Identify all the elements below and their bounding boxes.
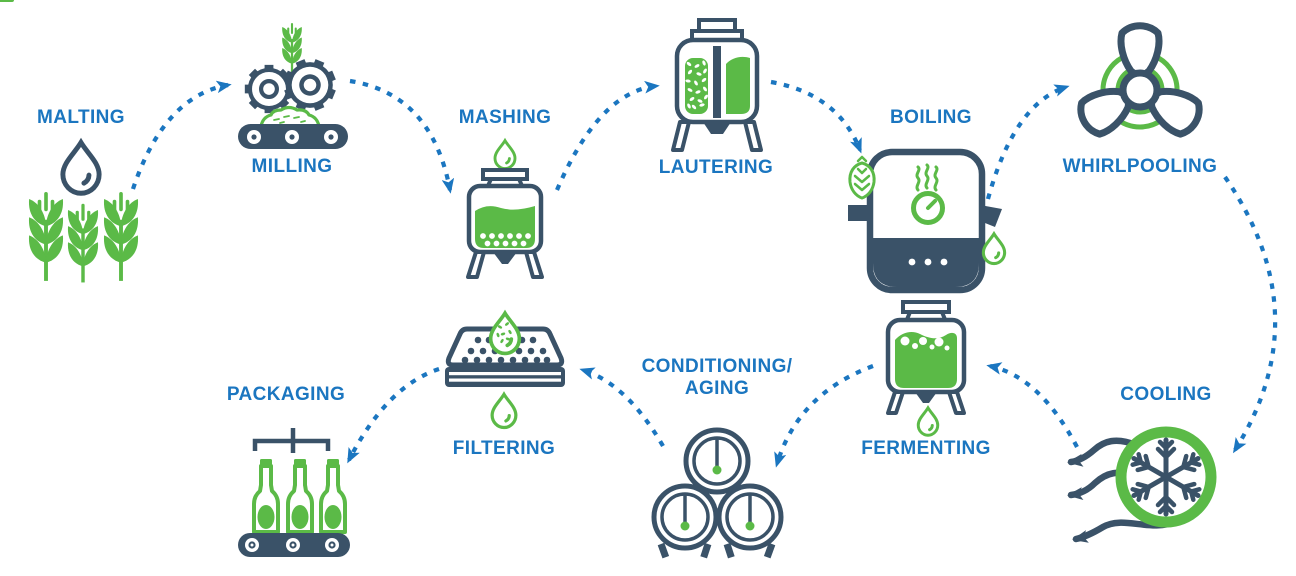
stage-label-cooling: COOLING [1120,384,1212,405]
stage-label-boiling: BOILING [890,107,972,128]
barley-stalk-icon [66,203,100,285]
barrel-icon [686,430,748,492]
arrow-milling-to-mashing [349,78,455,194]
propeller-hub [1119,69,1161,111]
stage-icon-conditioning-aging [654,430,781,559]
stage-label-mashing: MASHING [458,107,552,128]
conveyor-belt-icon [238,124,348,149]
stage-label-filtering: FILTERING [452,438,556,459]
stage-icon-lautering [671,18,763,152]
barley-stalk-icon [102,191,140,283]
vessel-divider [713,46,721,118]
water-drop-icon [916,406,940,437]
stage-icon-malting [27,143,140,285]
stage-icon-filtering [445,311,565,430]
arrow-fermenting-to-conditioning [774,364,874,468]
stage-icon-fermenting [885,300,967,437]
stage-label-conditioning-line1: CONDITIONING/ [641,356,793,377]
stage-label-fermenting: FERMENTING [861,438,991,459]
unfiltered-drop-icon [488,311,522,356]
wort-liquid [726,56,750,114]
filler-bracket-icon [252,428,331,453]
stage-label-conditioning-aging: CONDITIONING/ AGING [642,356,793,401]
grain-mound-icon [259,105,321,128]
stage-icon-cooling [1067,426,1217,543]
arrow-malting-to-milling [131,80,232,190]
stage-label-conditioning-line2: AGING [684,378,750,400]
flow-arrows [131,78,1278,468]
stage-label-lautering: LAUTERING [658,157,774,178]
water-drop-icon [981,232,1007,266]
filtered-drop-icon [490,392,518,430]
mash-tun-vessel [466,168,544,279]
water-drop-icon [63,143,99,194]
grain-specks [685,60,708,110]
water-drop-icon [493,139,517,171]
conveyor-belt-icon [238,533,350,557]
arrow-mashing-to-lautering [555,80,660,191]
stage-label-whirlpooling: WHIRLPOOLING [1062,156,1218,177]
barrel-icon [654,486,716,548]
stage-icon-milling [238,22,348,149]
arrow-boiling-to-whirlpooling [985,84,1070,200]
arrow-lautering-to-boiling [770,79,862,154]
stage-label-packaging: PACKAGING [226,384,346,405]
stage-icon-packaging [0,0,350,557]
stage-label-malting: MALTING [37,107,125,128]
stage-icon-boiling [848,148,1007,294]
gear-icon [245,65,293,113]
arrow-conditioning-to-filtering [579,367,665,448]
arrow-filtering-to-packaging [347,367,440,464]
stage-icon-mashing [466,139,544,279]
barrel-feet [657,542,776,559]
brew-kettle [848,148,1002,294]
barley-stalk-icon [27,191,65,283]
barrel-icon [719,486,781,548]
arrow-cooling-to-fermenting [986,362,1079,448]
hop-cone-icon [848,155,876,200]
fermentation-bubbles [900,336,950,351]
filter-layers [445,367,565,387]
propeller-blades [1077,22,1203,138]
stage-label-milling: MILLING [251,156,333,177]
stage-icon-whirlpooling [1077,22,1203,138]
snowflake-icon [1130,437,1202,514]
steam-icon [915,163,939,192]
arrow-whirlpooling-to-cooling [1223,175,1278,454]
